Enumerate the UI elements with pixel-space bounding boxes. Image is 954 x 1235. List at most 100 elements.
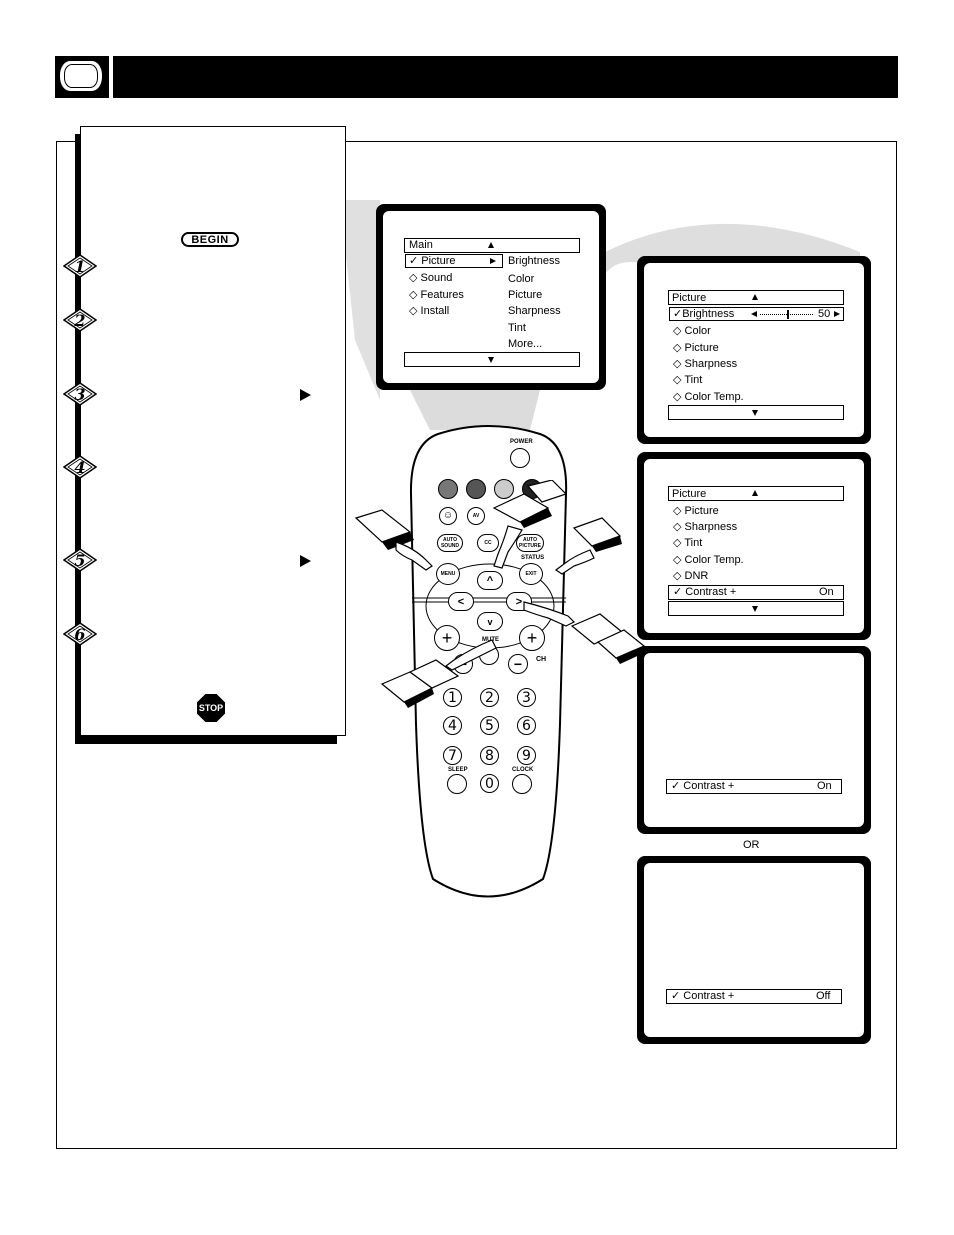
step-1-marker: 1 <box>63 254 97 278</box>
auto-sound-button[interactable]: AUTO SOUND <box>437 534 463 552</box>
digit-3-button[interactable]: 3 <box>517 688 536 707</box>
contrast-status-bar <box>666 779 842 794</box>
menu-item: ◇ Tint <box>673 374 703 386</box>
scroll-up-icon <box>488 242 494 248</box>
color-button-3[interactable] <box>494 479 514 499</box>
submenu-item: Brightness <box>508 255 560 267</box>
menu-button[interactable]: MENU <box>436 563 460 585</box>
digit-0-button[interactable]: 0 <box>480 774 499 793</box>
digit-8-button[interactable]: 8 <box>480 746 499 765</box>
digit-9-button[interactable]: 9 <box>517 746 536 765</box>
digit-4-button[interactable]: 4 <box>443 716 462 735</box>
menu-title: Picture <box>672 292 707 304</box>
menu-item: ◇ Color Temp. <box>673 554 744 566</box>
scroll-down-icon <box>488 357 494 363</box>
scroll-up-icon <box>752 294 758 300</box>
menu-item: ◇ Tint <box>673 537 703 549</box>
exit-button[interactable]: EXIT <box>519 563 543 585</box>
step-4-marker: 4 <box>63 455 97 479</box>
power-button[interactable] <box>510 448 530 468</box>
menu-title-bar <box>668 486 844 501</box>
digit-7-button[interactable]: 7 <box>443 746 462 765</box>
contrast-value: On <box>819 586 834 598</box>
menu-bottom-bar <box>404 352 580 367</box>
or-label: OR <box>743 839 760 851</box>
tv-screen-contrast-on <box>637 646 871 834</box>
stop-sign-icon: STOP <box>197 694 225 722</box>
smiley-button[interactable]: ☺ <box>439 507 457 525</box>
selected-item-highlight <box>669 307 844 321</box>
menu-bottom-bar <box>668 601 844 616</box>
tv-screen-icon <box>64 64 98 88</box>
sleep-label: SLEEP <box>448 767 468 773</box>
step-2-marker: 2 <box>63 308 97 332</box>
menu-item: ◇ DNR <box>673 570 709 582</box>
contrast-label: ✓ Contrast + <box>671 780 735 792</box>
slider-thumb <box>787 310 789 319</box>
begin-badge: BEGIN <box>181 232 239 247</box>
sleep-button[interactable] <box>447 774 467 794</box>
right-arrow-icon <box>300 389 311 401</box>
cursor-down-button[interactable]: v <box>477 612 503 631</box>
menu-item: ◇ Sharpness <box>673 358 738 370</box>
scroll-down-icon <box>752 410 758 416</box>
pointing-hands-illustration <box>354 480 646 708</box>
digit-2-button[interactable]: 2 <box>480 688 499 707</box>
color-button-2[interactable] <box>466 479 486 499</box>
step-6-marker: 6 <box>63 622 97 646</box>
av-button[interactable]: AV <box>467 507 485 525</box>
submenu-item: Tint <box>508 322 526 334</box>
auto-picture-button[interactable]: AUTO PICTURE <box>516 534 544 552</box>
instruction-panel <box>80 126 346 736</box>
selected-item-highlight <box>405 254 503 268</box>
beam-graphics <box>340 200 540 430</box>
right-arrow-icon <box>300 555 311 567</box>
menu-item-install: ◇ Install <box>409 305 450 317</box>
menu-item-features: ◇ Features <box>409 289 464 301</box>
menu-item-picture: ✓ Picture <box>409 255 456 267</box>
cursor-left-button[interactable]: < <box>448 592 474 611</box>
submenu-item: Color <box>508 273 535 285</box>
volume-up-button[interactable]: + <box>434 625 460 651</box>
selected-item-highlight <box>668 585 844 600</box>
menu-item: ◇ Color <box>673 325 711 337</box>
contrast-value: On <box>817 780 832 792</box>
menu-title-bar <box>404 238 580 253</box>
channel-label: CH <box>536 656 547 663</box>
menu-item: ◇ Picture <box>673 342 719 354</box>
digit-6-button[interactable]: 6 <box>517 716 536 735</box>
clock-label: CLOCK <box>512 767 534 773</box>
scroll-down-icon <box>752 606 758 612</box>
menu-bottom-bar <box>668 405 844 420</box>
submenu-item: Sharpness <box>508 305 561 317</box>
menu-title: Main <box>409 239 433 251</box>
menu-item: ◇ Sharpness <box>673 521 738 533</box>
step-3-marker: 3 <box>63 382 97 406</box>
cc-button[interactable]: CC <box>477 534 499 552</box>
content-frame <box>56 141 897 1149</box>
color-button-1[interactable] <box>438 479 458 499</box>
step-5-marker: 5 <box>63 548 97 572</box>
contrast-label: ✓ Contrast + <box>671 990 735 1002</box>
submenu-item: More... <box>508 338 543 350</box>
slider-left-icon <box>751 311 757 317</box>
header-bar <box>113 56 898 98</box>
digit-5-button[interactable]: 5 <box>480 716 499 735</box>
contrast-status-bar <box>666 989 842 1004</box>
submenu-item: Picture <box>508 289 543 301</box>
menu-title: Picture <box>672 488 707 500</box>
clock-button[interactable] <box>512 774 532 794</box>
slider-track <box>760 314 813 315</box>
beam-graphics-right <box>590 223 860 282</box>
channel-up-button[interactable]: + <box>519 625 545 651</box>
digit-1-button[interactable]: 1 <box>443 688 462 707</box>
menu-item-sound: ◇ Sound <box>409 272 453 284</box>
channel-down-button[interactable]: − <box>508 654 528 674</box>
menu-item: ◇ Picture <box>673 505 719 517</box>
slider-value: 50 <box>818 308 831 320</box>
menu-item-contrast: ✓ Contrast + <box>673 586 737 598</box>
cursor-up-button[interactable]: ^ <box>477 571 503 590</box>
scroll-up-icon <box>752 490 758 496</box>
tv-screen-contrast-off <box>637 856 871 1044</box>
menu-title-bar <box>668 290 844 305</box>
